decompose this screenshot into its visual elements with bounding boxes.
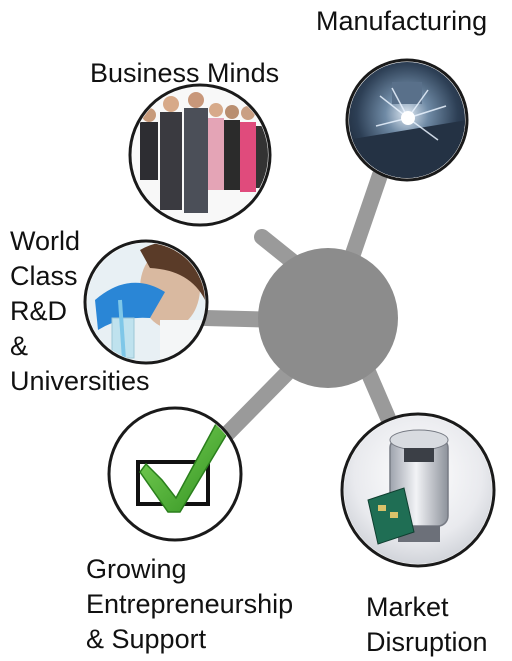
label-market-disruption-line-2: Disruption	[366, 627, 488, 657]
label-market-disruption-line-1: Market	[366, 592, 449, 622]
label-manufacturing-line-1: Manufacturing	[316, 6, 488, 36]
label-market-disruption: Market Disruption	[366, 590, 488, 660]
node-market-disruption	[340, 412, 496, 568]
label-entrepreneurship-line-2: Entrepreneurship	[86, 589, 294, 619]
node-entrepreneurship	[107, 406, 243, 542]
node-rd	[83, 239, 209, 365]
node-business-minds	[128, 83, 272, 227]
manufacturing-photo-icon	[349, 62, 465, 178]
label-business-minds: Business Minds	[90, 56, 279, 91]
spoke-entrepreneurship	[220, 357, 303, 441]
checkmark-icon	[136, 422, 230, 513]
label-rd: World Class R&D & Universities	[10, 224, 150, 399]
label-rd-line-2: Class	[10, 261, 78, 291]
smart-meter-device-icon	[344, 416, 492, 564]
label-entrepreneurship-line-1: Growing	[86, 554, 187, 584]
node-manufacturing	[345, 58, 469, 182]
business-people-photo-icon	[132, 87, 268, 223]
label-manufacturing: Manufacturing	[316, 4, 487, 39]
label-rd-line-1: World	[10, 226, 81, 256]
label-entrepreneurship-line-3: & Support	[86, 624, 207, 654]
label-business-minds-line-1: Business Minds	[90, 58, 280, 88]
label-rd-line-4: &	[10, 331, 29, 361]
central-hub	[258, 248, 398, 388]
label-rd-line-3: R&D	[10, 296, 68, 326]
label-rd-line-5: Universities	[10, 366, 150, 396]
label-entrepreneurship: Growing Entrepreneurship & Support	[86, 552, 293, 657]
